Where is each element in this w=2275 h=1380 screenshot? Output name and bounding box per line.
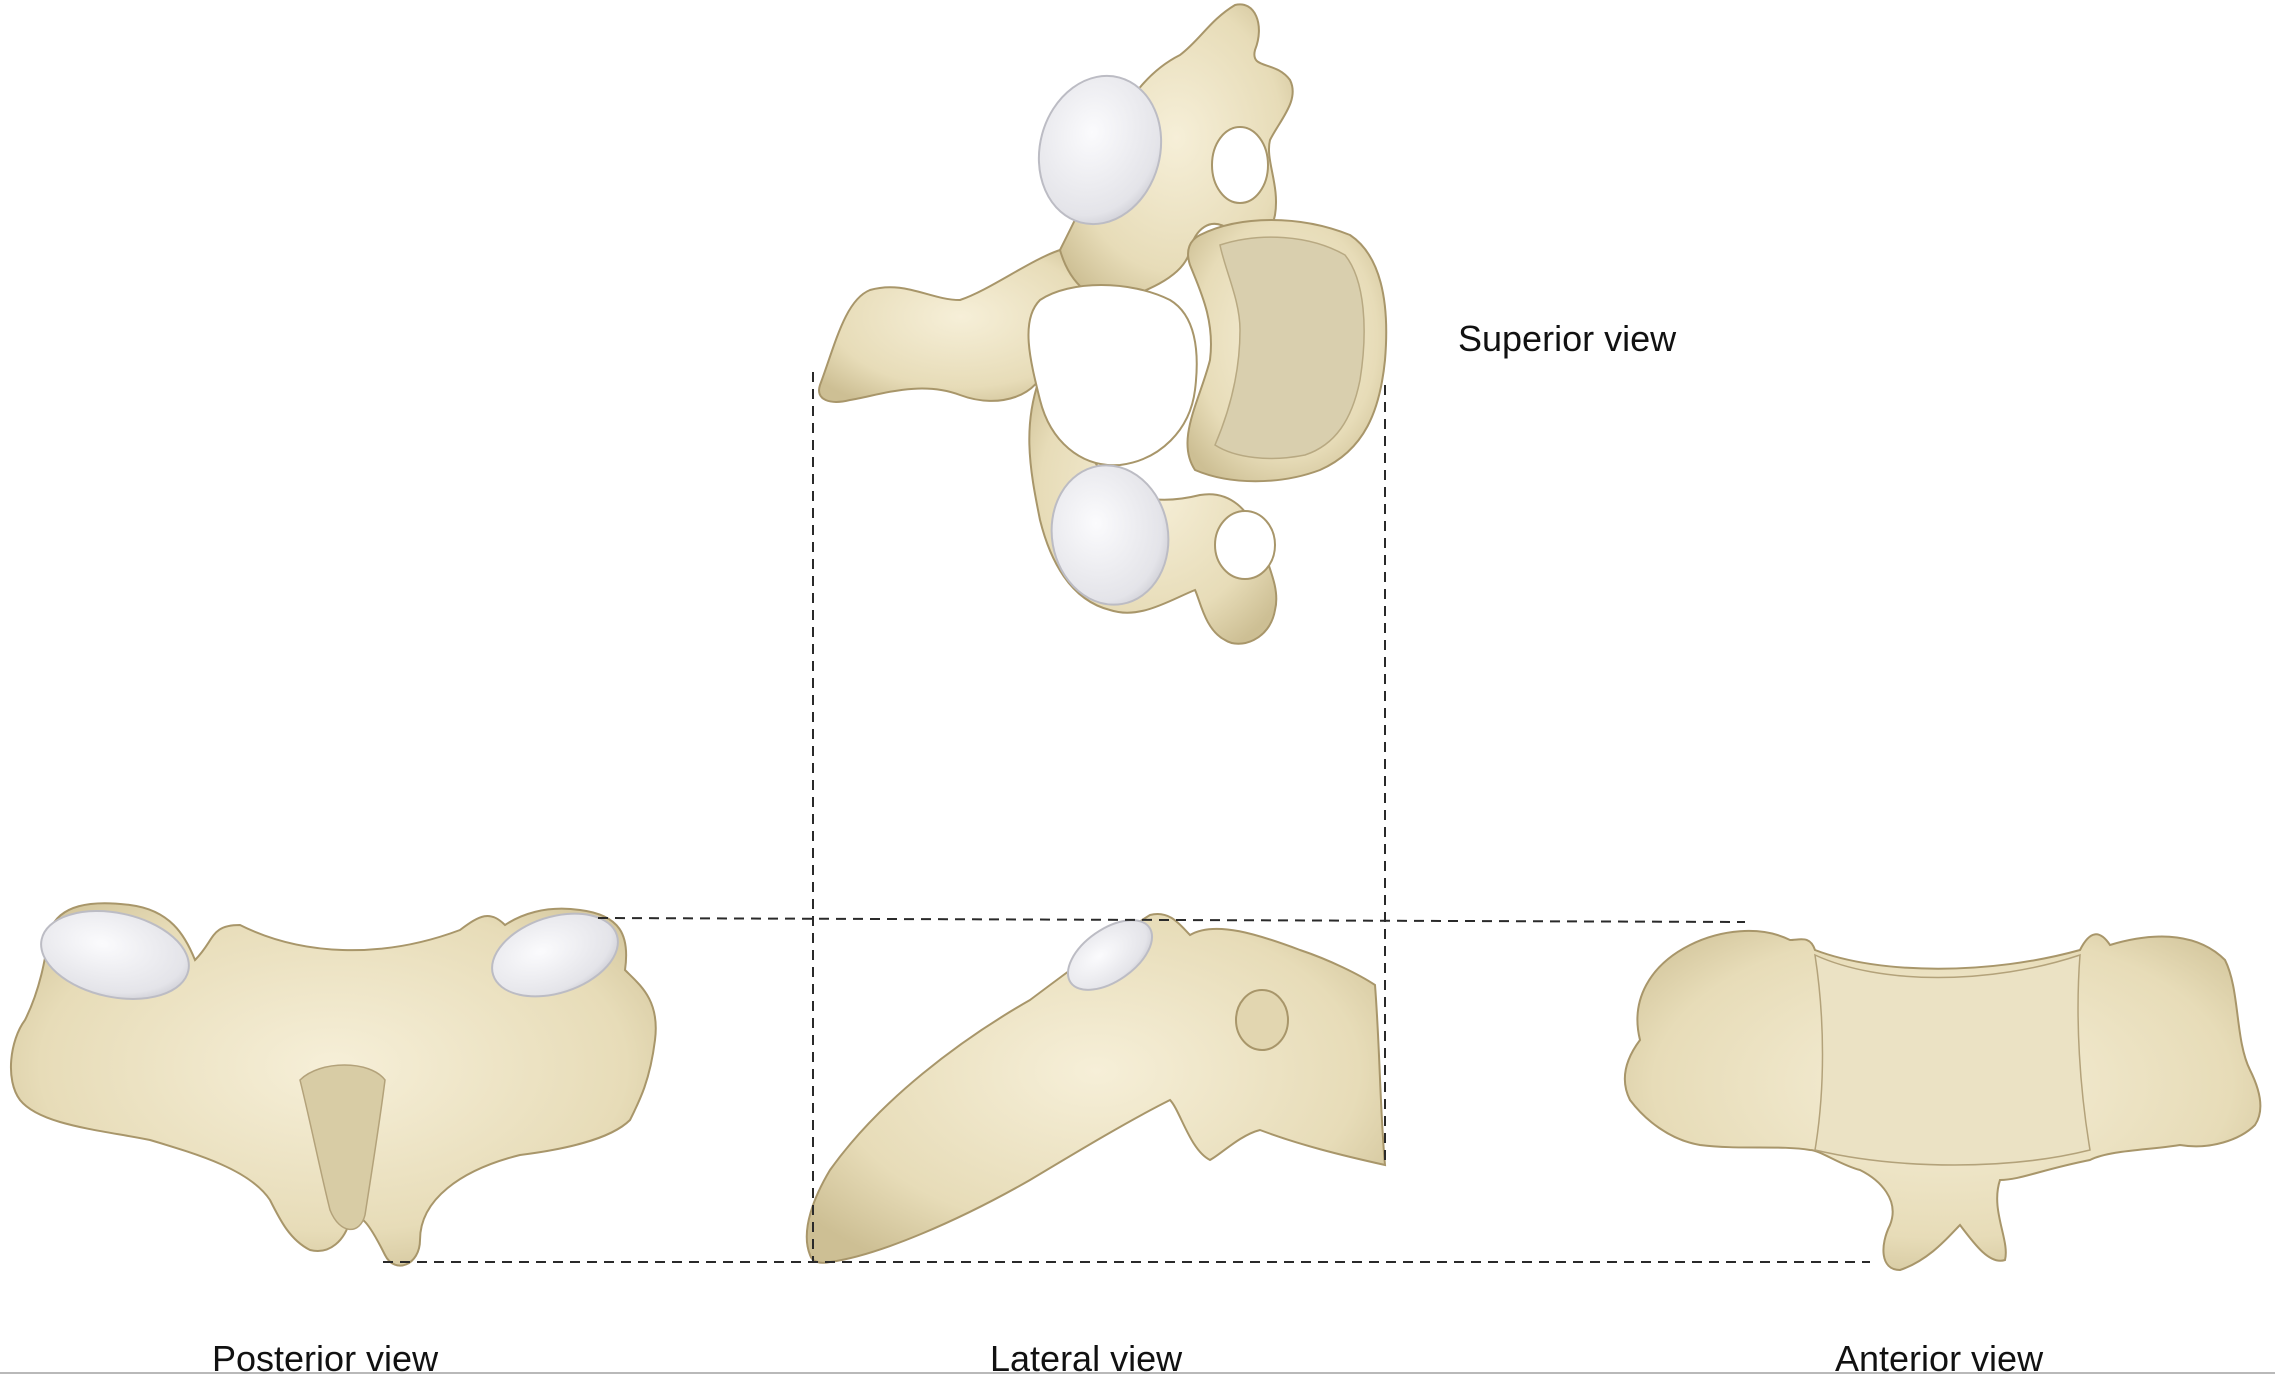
superior-view-label: Superior view bbox=[1458, 318, 1677, 359]
superior-view-vertebra bbox=[818, 3, 1388, 645]
lateral-view-vertebra bbox=[805, 913, 1387, 1264]
vertebral-foramen bbox=[1027, 284, 1198, 467]
lateral-vertebra-outline bbox=[805, 913, 1387, 1264]
superior-articular-facet-lower bbox=[1050, 464, 1170, 606]
anterior-view-vertebra bbox=[1623, 930, 2262, 1272]
lateral-transverse-tubercle bbox=[1235, 989, 1289, 1051]
anterior-body-face bbox=[1814, 953, 2091, 1166]
bottom-border bbox=[0, 1372, 2275, 1374]
posterior-view-vertebra bbox=[9, 902, 657, 1267]
superior-articular-facet-upper bbox=[1037, 74, 1163, 226]
projection-guide-lines bbox=[383, 372, 1870, 1263]
cancellous-bone bbox=[1214, 236, 1365, 460]
spinous-process-shadow bbox=[299, 1064, 386, 1231]
guide-horizontal-top bbox=[597, 917, 1746, 923]
articular-facet-right bbox=[491, 912, 619, 998]
transverse-foramen-lower bbox=[1214, 510, 1276, 580]
articular-facet-left bbox=[40, 910, 190, 1000]
lateral-articular-facet bbox=[1066, 919, 1154, 991]
transverse-foramen-upper bbox=[1211, 126, 1269, 204]
